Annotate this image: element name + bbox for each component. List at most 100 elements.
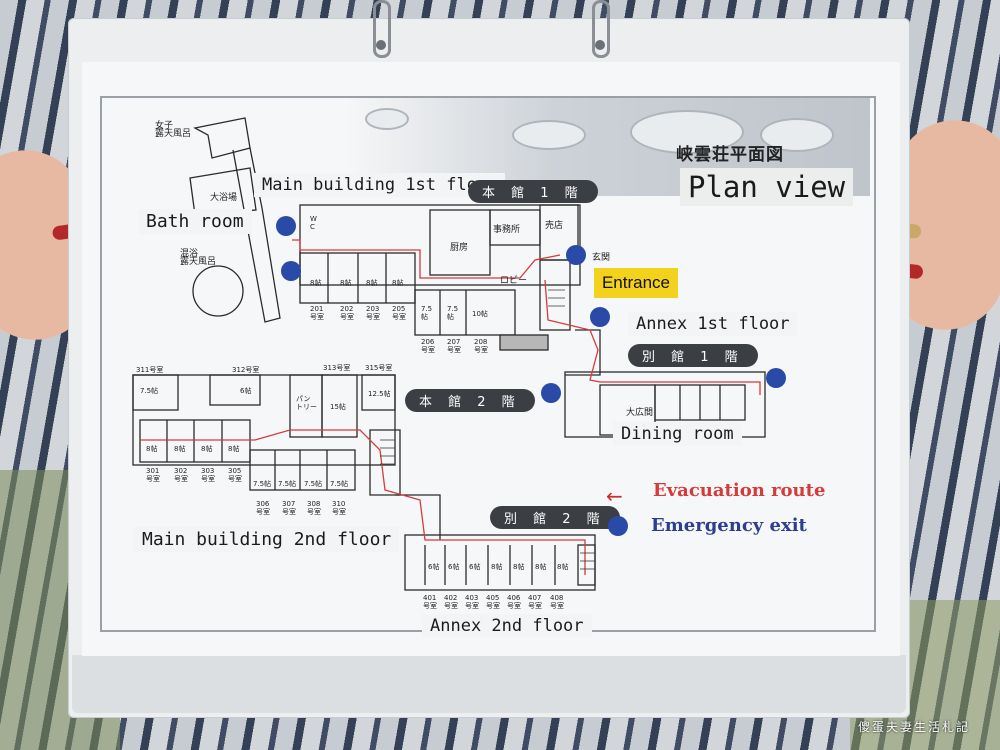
plan-title-english: Plan view <box>680 168 854 206</box>
watermark: 傻蛋夫妻生活札記 <box>858 720 971 734</box>
mixed-bath-label: 混浴露天風呂 <box>180 249 217 267</box>
evacuation-route-annex-1f <box>544 279 761 395</box>
room-size: 7.5帖 <box>253 480 272 488</box>
womens-bath-outline <box>193 117 251 159</box>
cloud-decoration <box>760 118 834 152</box>
office-label: 事務所 <box>493 225 521 235</box>
plan-title-japanese: 峡雲荘平面図 <box>676 145 784 165</box>
emergency-exit-marker <box>766 368 786 388</box>
mixed-bath-pool <box>192 265 244 317</box>
genkan-label: 玄関 <box>592 253 611 263</box>
emergency-exit-marker <box>541 383 561 403</box>
room-size: 8帖 <box>557 563 569 571</box>
room-size: 7.5帖 <box>330 480 349 488</box>
emergency-exit-marker <box>590 307 610 327</box>
room-size: 12.5帖 <box>368 390 391 398</box>
large-bath-outline <box>189 167 257 216</box>
binder-ring <box>592 0 610 58</box>
room-size: 8帖 <box>491 563 503 571</box>
binder-ring <box>373 0 391 58</box>
main-2f-tag: 本 館 2 階 <box>405 389 535 412</box>
shop-label: 売店 <box>545 221 564 231</box>
main-1f-rooms-east <box>414 289 516 336</box>
main-2f-block <box>132 374 396 466</box>
room-size: 8帖 <box>174 445 186 453</box>
legend-emergency-exit: Emergency exit <box>651 515 807 536</box>
room-size: 7.5帖 <box>278 480 297 488</box>
large-bath-label: 大浴場 <box>210 193 238 203</box>
evacuation-arrow-icon: ← <box>606 484 623 508</box>
pantry-label: パントリー <box>296 395 317 411</box>
room-size: 8帖 <box>201 445 213 453</box>
room-size: 8帖 <box>146 445 158 453</box>
sleeve-bottom <box>72 655 906 713</box>
evacuation-route-2f <box>140 429 586 575</box>
room-number: 311号室 <box>136 366 164 374</box>
room-number: 313号室 <box>323 364 351 372</box>
main-1f-tag: 本 館 1 階 <box>468 180 598 203</box>
room-size: 8帖 <box>535 563 547 571</box>
cloud-decoration <box>512 120 586 150</box>
annex-1f-tag: 別 館 1 階 <box>628 344 758 367</box>
cloud-decoration <box>630 110 744 154</box>
bath-corridor <box>232 147 281 323</box>
bath-room-label: Bath room <box>138 209 252 234</box>
room-size: 6帖 <box>240 387 252 395</box>
legend-exit-dot-icon <box>608 516 628 536</box>
room-size: 6帖 <box>469 563 481 571</box>
emergency-exit-marker <box>281 261 301 281</box>
hall-label: 大広間 <box>626 408 654 418</box>
annex-1f-label: Annex 1st floor <box>628 312 798 336</box>
kitchen-label: 厨房 <box>450 243 469 253</box>
room-size: 8帖 <box>513 563 525 571</box>
room-size: 8帖 <box>392 279 404 287</box>
entrance-label: Entrance <box>594 268 678 298</box>
room-size: 7.5帖 <box>304 480 323 488</box>
main-2f-label: Main building 2nd floor <box>134 527 400 552</box>
room-size: 8帖 <box>366 279 378 287</box>
emergency-exit-marker <box>276 216 296 236</box>
room-size: 8帖 <box>340 279 352 287</box>
evacuation-route-1f <box>292 239 561 279</box>
annex-2f-label: Annex 2nd floor <box>422 614 592 638</box>
room-size: 8帖 <box>228 445 240 453</box>
legend-evacuation-route: Evacuation route <box>653 480 826 501</box>
womens-bath-label: 女子露天風呂 <box>155 121 192 139</box>
room-size: 8帖 <box>310 279 322 287</box>
punch-hole <box>376 40 386 50</box>
room-size: 7.5帖 <box>140 387 159 395</box>
punch-hole <box>595 40 605 50</box>
emergency-exit-marker <box>566 245 586 265</box>
main-1f-label: Main building 1st floor <box>254 173 506 197</box>
room-size: 6帖 <box>428 563 440 571</box>
dining-room-label: Dining room <box>613 422 742 446</box>
lobby-label: ロビー <box>500 276 528 286</box>
stairs <box>380 289 595 570</box>
room-size: 6帖 <box>448 563 460 571</box>
annex-2f-tag: 別 館 2 階 <box>490 506 620 529</box>
cloud-decoration <box>365 108 409 130</box>
